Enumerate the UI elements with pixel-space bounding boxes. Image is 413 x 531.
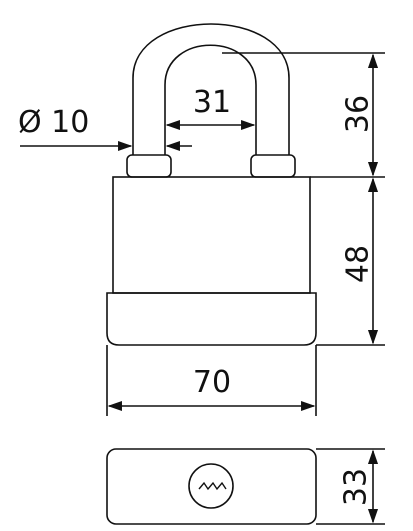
shackle-collar-right bbox=[250, 154, 296, 178]
padlock-bottom-view bbox=[106, 448, 317, 525]
label-body-height: 48 bbox=[341, 245, 376, 283]
shackle-inner bbox=[164, 44, 257, 155]
shackle-collar-left bbox=[126, 154, 172, 178]
label-body-thickness: 33 bbox=[339, 468, 374, 506]
label-body-width: 70 bbox=[193, 365, 231, 400]
padlock-base bbox=[106, 292, 317, 346]
shackle-outer bbox=[132, 23, 290, 155]
keyhole-icon bbox=[188, 463, 234, 509]
label-inner-width: 31 bbox=[193, 85, 231, 120]
padlock-body bbox=[112, 176, 311, 294]
label-diameter: Ø 10 bbox=[18, 105, 89, 140]
label-shackle-height: 36 bbox=[341, 95, 376, 133]
